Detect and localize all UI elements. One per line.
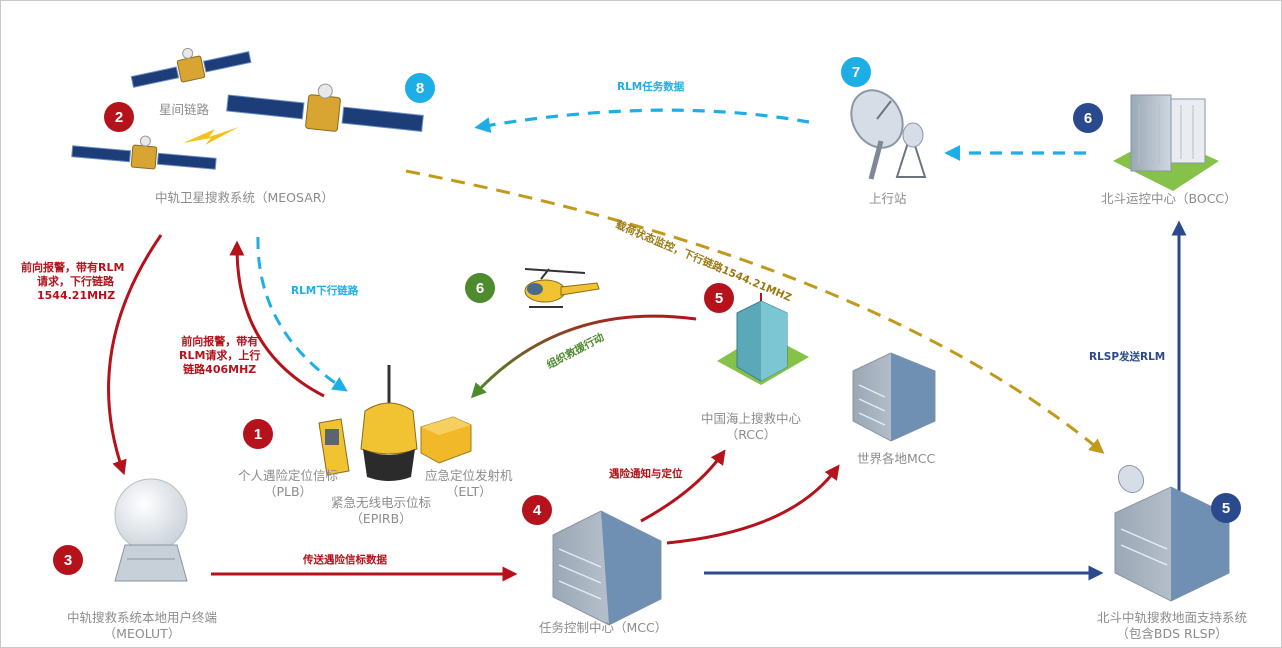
step-badge-5-rlsp: 5 <box>1211 493 1241 523</box>
step-badge-7: 7 <box>841 57 871 87</box>
plb-label-line1: 个人遇险定位信标 <box>238 468 339 483</box>
step-badge-3: 3 <box>53 545 83 575</box>
distress-notify-label: 遇险通知与定位 <box>609 468 683 480</box>
beacon-icon <box>360 365 418 481</box>
step-badge-1: 1 <box>243 419 273 449</box>
transmitter-box-icon <box>420 416 472 464</box>
step-badge-5-rcc: 5 <box>704 283 734 313</box>
inter-satellite-link-label: 星间链路 <box>159 102 210 117</box>
forward-alert-uplink-note: 前向报警，带有 RLM请求，上行 链路406MHZ <box>179 335 260 377</box>
elt-label-line2: （ELT） <box>445 484 492 499</box>
radome-icon <box>114 478 188 582</box>
building-icon <box>1113 94 1219 191</box>
building-icon <box>852 352 936 442</box>
world-mcc-label: 世界各地MCC <box>857 451 936 466</box>
rcc-label: 中国海上搜救中心 （RCC） <box>701 411 801 443</box>
rlm-downlink-label: RLM下行链路 <box>291 285 359 297</box>
mcc-label: 任务控制中心（MCC） <box>539 620 668 635</box>
note-line: 前向报警，带有RLM <box>21 261 125 274</box>
rlm-task-data-label: RLM任务数据 <box>617 81 685 93</box>
arrow-meosar-to-meolut <box>107 234 163 476</box>
transfer-beacon-data-label: 传送遇险信标数据 <box>303 554 387 566</box>
building-icon <box>717 293 809 385</box>
rcc-label-line1: 中国海上搜救中心 <box>701 411 802 426</box>
step-badge-2: 2 <box>104 102 134 132</box>
epirb-label-line1: 紧急无线电示位标 <box>331 495 432 510</box>
elt-label: 应急定位发射机 （ELT） <box>425 468 513 500</box>
lightning-icon <box>183 127 239 145</box>
epirb-label: 紧急无线电示位标 （EPIRB） <box>331 495 431 527</box>
arrow-payload-monitoring <box>405 169 1105 454</box>
step-badge-8: 8 <box>405 73 435 103</box>
beacon-icon <box>318 418 350 476</box>
arrow-rlm-task-data <box>474 108 810 134</box>
plb-label: 个人遇险定位信标 （PLB） <box>238 468 338 500</box>
note-line: 前向报警，带有 <box>181 335 259 348</box>
note-line: 请求，下行链路 <box>37 275 114 288</box>
satellite-icon <box>130 47 252 88</box>
step-badge-4: 4 <box>522 495 552 525</box>
arrow-mcc-to-rcc <box>640 449 726 523</box>
arrow-rlm-downlink <box>256 236 348 392</box>
meolut-label: 中轨搜救系统本地用户终端 （MEOLUT） <box>67 610 217 642</box>
building-icon <box>552 510 662 626</box>
plb-label-line2: （PLB） <box>263 484 313 499</box>
arrow-beacon-to-meosar <box>229 240 325 398</box>
uplink-station-label: 上行站 <box>869 191 907 206</box>
ground-antenna-icon <box>850 89 927 180</box>
arrow-organize-rescue <box>470 314 697 399</box>
meolut-label-line2: （MEOLUT） <box>103 626 181 641</box>
rlsp-label-line2: （包含BDS RLSP） <box>1116 626 1228 641</box>
arrow-mcc-to-world-mcc <box>666 464 840 545</box>
note-line: 链路406MHZ <box>183 363 257 376</box>
bocc-label: 北斗运控中心（BOCC） <box>1101 191 1237 206</box>
step-badge-6-rescue: 6 <box>465 273 495 303</box>
forward-alert-downlink-note: 前向报警，带有RLM 请求，下行链路 1544.21MHZ <box>21 261 124 303</box>
epirb-label-line2: （EPIRB） <box>350 511 412 526</box>
rlsp-send-rlm-label: RLSP发送RLM <box>1089 351 1166 363</box>
helicopter-icon <box>524 268 600 308</box>
satellite-icon <box>226 83 424 132</box>
step-badge-6-bocc: 6 <box>1073 103 1103 133</box>
satellite-icon <box>71 135 217 170</box>
note-line: 1544.21MHZ <box>37 289 116 302</box>
rlsp-label-line1: 北斗中轨搜救地面支持系统 <box>1097 610 1248 625</box>
elt-label-line1: 应急定位发射机 <box>425 468 513 483</box>
rcc-label-line2: （RCC） <box>725 427 777 442</box>
note-line: RLM请求，上行 <box>179 349 261 362</box>
rlsp-label: 北斗中轨搜救地面支持系统 （包含BDS RLSP） <box>1097 610 1247 642</box>
building-icon <box>1114 464 1230 602</box>
meolut-label-line1: 中轨搜救系统本地用户终端 <box>67 610 218 625</box>
meosar-label: 中轨卫星搜救系统（MEOSAR） <box>155 190 334 205</box>
